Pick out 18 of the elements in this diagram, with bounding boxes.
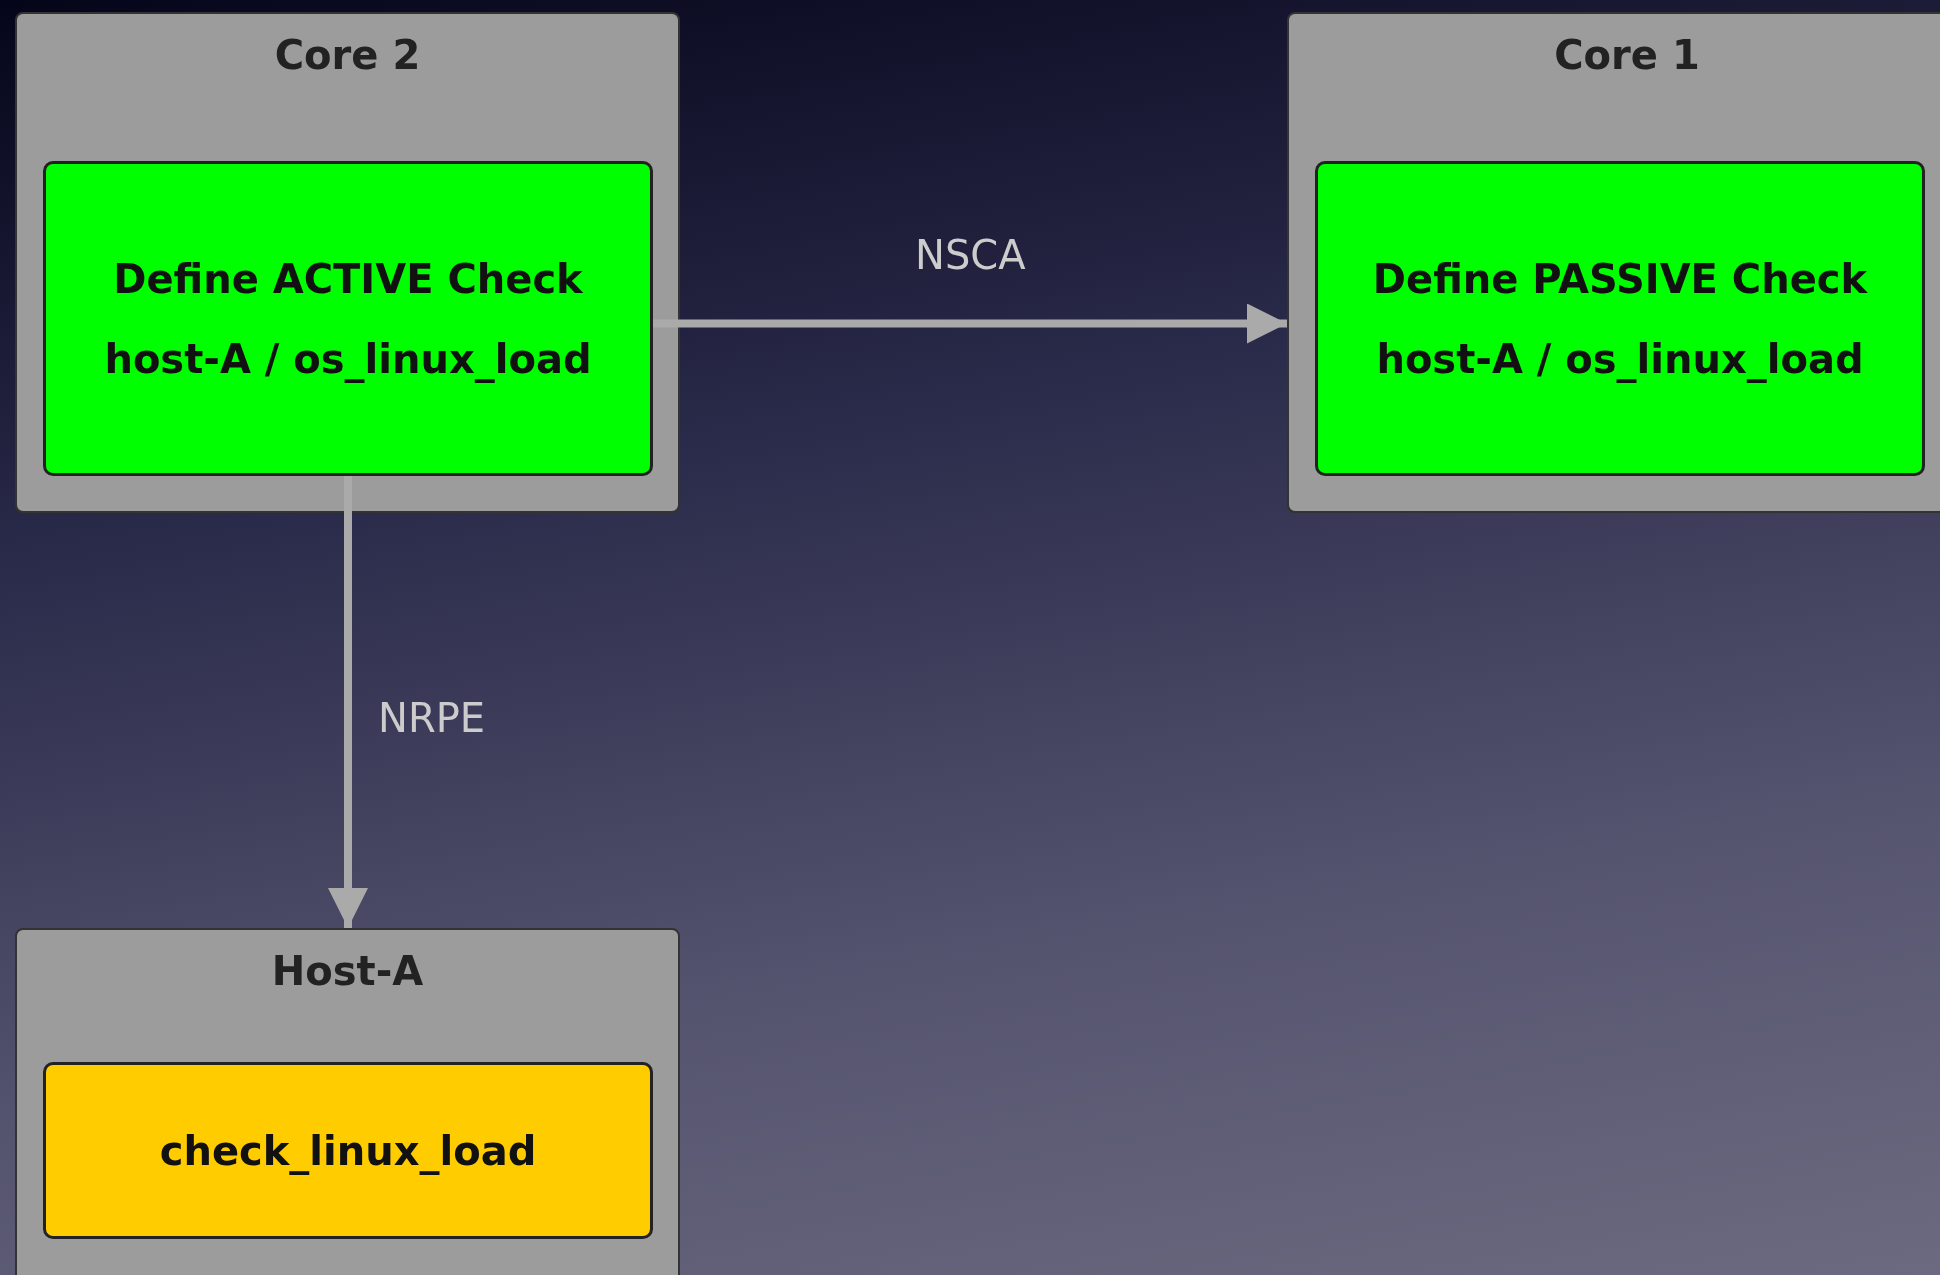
group-panel: [15, 12, 680, 513]
panel-title: Host-A: [270, 948, 425, 994]
check-text: host-A / os_linux_load: [1376, 335, 1864, 382]
panel-title: Core 1: [1553, 32, 1701, 78]
group-panel: [15, 928, 680, 1275]
arrow: [328, 476, 368, 928]
check-text: check_linux_load: [159, 1127, 537, 1174]
edge-label: NSCA: [915, 232, 1026, 278]
check-text: host-A / os_linux_load: [104, 335, 592, 382]
check-box: [43, 1062, 653, 1239]
check-box: [1315, 161, 1925, 476]
panel-title: Core 2: [273, 32, 422, 78]
check-box: [43, 161, 653, 476]
check-text: Define PASSIVE Check: [1372, 255, 1868, 302]
edge-label: NRPE: [378, 695, 486, 741]
arrow: [653, 303, 1287, 344]
group-panel: [1287, 12, 1940, 513]
check-text: Define ACTIVE Check: [113, 255, 583, 302]
